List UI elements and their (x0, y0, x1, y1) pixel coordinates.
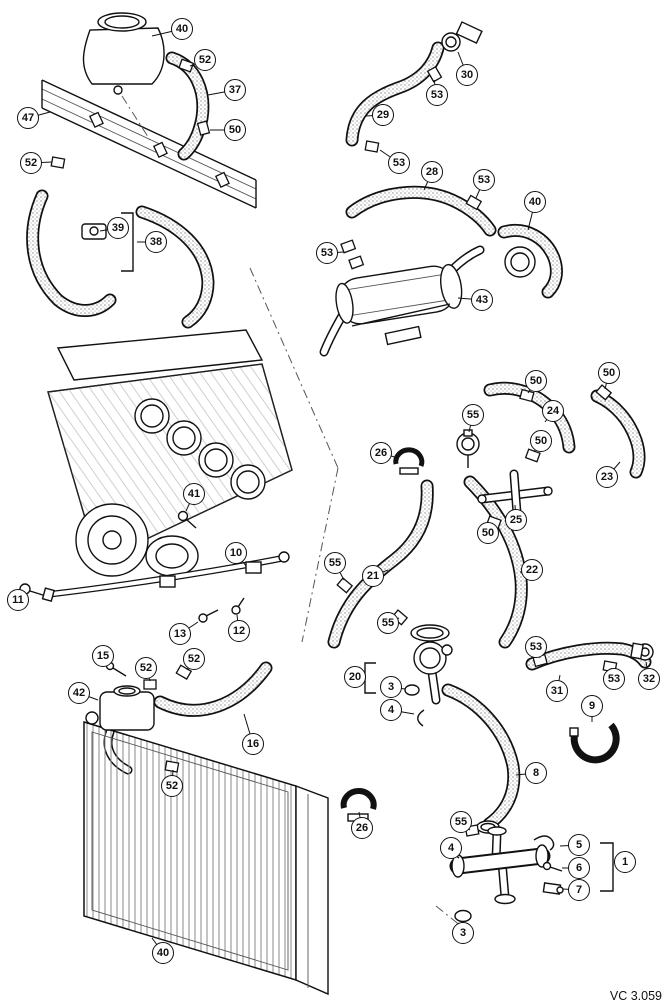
callout-8: 8 (525, 762, 547, 784)
drawing-code: VC 3.059 (609, 989, 662, 1003)
callout-53: 53 (473, 169, 495, 191)
engine-block (47, 329, 293, 577)
callout-47: 47 (17, 107, 39, 129)
callout-10: 10 (225, 542, 247, 564)
pipe-bundle (41, 79, 257, 209)
callout-6: 6 (568, 857, 590, 879)
callout-9: 9 (581, 695, 603, 717)
heat-exchanger (324, 239, 480, 352)
callout-3: 3 (380, 676, 402, 698)
callout-3: 3 (452, 922, 474, 944)
callout-50: 50 (598, 362, 620, 384)
callout-53: 53 (388, 152, 410, 174)
callout-37: 37 (224, 79, 246, 101)
callout-55: 55 (462, 404, 484, 426)
callout-52: 52 (135, 657, 157, 679)
callout-40: 40 (152, 942, 174, 964)
upper-hoses (352, 21, 556, 292)
callout-11: 11 (7, 589, 29, 611)
callout-25: 25 (505, 509, 527, 531)
callout-28: 28 (421, 161, 443, 183)
expansion-tank (82, 12, 211, 154)
callout-50: 50 (530, 430, 552, 452)
callout-20: 20 (344, 666, 366, 688)
callout-40: 40 (171, 18, 193, 40)
callout-7: 7 (568, 879, 590, 901)
thermostat-housing (452, 824, 614, 923)
callout-53: 53 (525, 636, 547, 658)
callout-26: 26 (370, 442, 392, 464)
callout-40: 40 (524, 191, 546, 213)
callout-38: 38 (145, 231, 167, 253)
callout-5: 5 (568, 834, 590, 856)
callout-52: 52 (20, 152, 42, 174)
callout-32: 32 (638, 668, 660, 690)
callout-30: 30 (456, 64, 478, 86)
callout-50: 50 (525, 370, 547, 392)
callout-31: 31 (546, 680, 568, 702)
callout-4: 4 (380, 699, 402, 721)
lower-right-hoses (532, 643, 654, 764)
coolant-pipe (19, 510, 290, 677)
callout-53: 53 (316, 242, 338, 264)
callout-21: 21 (362, 565, 384, 587)
callout-55: 55 (450, 811, 472, 833)
callout-52: 52 (194, 49, 216, 71)
callout-52: 52 (161, 775, 183, 797)
left-hoses (33, 156, 208, 322)
callout-26: 26 (351, 817, 373, 839)
callout-55: 55 (324, 552, 346, 574)
callout-1: 1 (614, 851, 636, 873)
callout-29: 29 (372, 104, 394, 126)
callout-50: 50 (477, 522, 499, 544)
radiator (83, 665, 329, 996)
callout-16: 16 (242, 733, 264, 755)
callout-12: 12 (228, 620, 250, 642)
callout-13: 13 (169, 623, 191, 645)
callout-15: 15 (92, 645, 114, 667)
callout-43: 43 (471, 289, 493, 311)
callout-53: 53 (426, 84, 448, 106)
callout-52: 52 (183, 648, 205, 670)
callout-23: 23 (596, 466, 618, 488)
callout-55: 55 (377, 612, 399, 634)
right-hoses (334, 385, 639, 642)
callout-4: 4 (440, 837, 462, 859)
valve-assembly (340, 624, 514, 834)
callout-42: 42 (68, 682, 90, 704)
callout-39: 39 (107, 217, 129, 239)
callout-41: 41 (183, 483, 205, 505)
callout-53: 53 (603, 668, 625, 690)
callout-50: 50 (224, 119, 246, 141)
callout-22: 22 (521, 559, 543, 581)
callout-24: 24 (542, 400, 564, 422)
